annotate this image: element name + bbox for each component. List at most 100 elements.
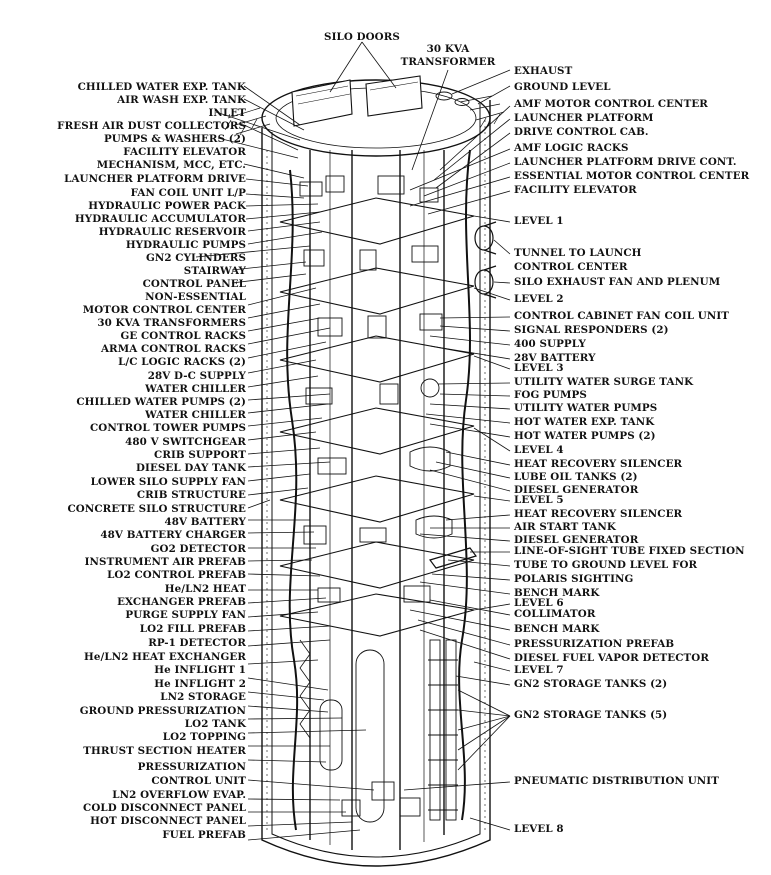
right-label: PRESSURIZATION PREFAB [514, 638, 674, 650]
right-label: HEAT RECOVERY SILENCER [514, 458, 683, 470]
left-label: 30 KVA TRANSFORMERS [97, 317, 246, 329]
left-label: GO2 DETECTOR [151, 543, 247, 555]
right-label: GN2 STORAGE TANKS (5) [514, 709, 667, 721]
left-label: HYDRAULIC PUMPS [126, 239, 246, 251]
left-label: CRIB SUPPORT [154, 449, 246, 461]
left-label: FAN COIL UNIT L/P [131, 187, 247, 199]
right-label: DIESEL GENERATOR [514, 534, 639, 546]
left-label: STAIRWAY [184, 265, 247, 277]
right-label: LEVEL 6 [514, 597, 564, 609]
right-label: GROUND LEVEL [514, 81, 611, 93]
left-label: FACILITY ELEVATOR [123, 146, 246, 158]
top-label-transformer: TRANSFORMER [401, 56, 496, 68]
right-label: COLLIMATOR [514, 608, 596, 620]
left-label: WATER CHILLER [144, 383, 246, 395]
right-label: LEVEL 2 [514, 293, 564, 305]
right-label: 28V BATTERY [514, 352, 596, 364]
left-label: CONCRETE SILO STRUCTURE [68, 503, 247, 515]
right-label: LAUNCHER PLATFORM [514, 112, 654, 124]
left-label: LO2 CONTROL PREFAB [107, 569, 246, 581]
left-label: GE CONTROL RACKS [120, 330, 246, 342]
level-floors [279, 197, 475, 637]
top-label-silo-doors: SILO DOORS [324, 31, 400, 43]
right-label: BENCH MARK [514, 623, 600, 635]
left-label: PUMPS & WASHERS (2) [104, 133, 246, 145]
right-label: LEVEL 3 [514, 362, 564, 374]
right-label: ESSENTIAL MOTOR CONTROL CENTER [514, 170, 750, 182]
left-label: He/LN2 HEAT [165, 583, 246, 595]
left-label: 48V BATTERY CHARGER [100, 529, 246, 541]
right-label: LEVEL 8 [514, 823, 564, 835]
right-label: UTILITY WATER PUMPS [514, 402, 657, 414]
left-label: HOT DISCONNECT PANEL [90, 815, 247, 827]
silo-doors-graphic [291, 75, 423, 127]
equipment [299, 175, 458, 823]
left-label: CONTROL PANEL [143, 278, 247, 290]
right-label: BENCH MARK [514, 587, 600, 599]
right-label: LEVEL 7 [514, 664, 564, 676]
left-label: LN2 STORAGE [160, 691, 246, 703]
concrete-silo-wall [261, 100, 491, 867]
left-label: RP-1 DETECTOR [148, 637, 246, 649]
right-label: UTILITY WATER SURGE TANK [514, 376, 694, 388]
right-label: HOT WATER EXP. TANK [514, 416, 655, 428]
right-label: LUBE OIL TANKS (2) [514, 471, 638, 483]
left-label: CHILLED WATER PUMPS (2) [76, 396, 246, 408]
right-label: POLARIS SIGHTING [514, 573, 633, 585]
right-label: LEVEL 5 [514, 494, 564, 506]
left-label: He INFLIGHT 2 [154, 678, 246, 690]
right-label: FOG PUMPS [514, 389, 587, 401]
left-label: HYDRAULIC RESERVOIR [99, 226, 247, 238]
right-label: LINE-OF-SIGHT TUBE FIXED SECTION [514, 545, 745, 557]
left-label: HYDRAULIC ACCUMULATOR [75, 213, 246, 225]
left-label: LO2 FILL PREFAB [140, 623, 246, 635]
crib-structure [309, 150, 445, 850]
left-label: CONTROL UNIT [151, 775, 246, 787]
right-label: DIESEL GENERATOR [514, 484, 639, 496]
left-label: HYDRAULIC POWER PACK [88, 200, 247, 212]
left-label: He INFLIGHT 1 [154, 664, 246, 676]
right-label: PNEUMATIC DISTRIBUTION UNIT [514, 775, 719, 787]
left-label: NON-ESSENTIAL [145, 291, 246, 303]
left-label: FUEL PREFAB [162, 829, 246, 841]
left-label: AIR WASH EXP. TANK [116, 94, 247, 106]
right-label: DRIVE CONTROL CAB. [514, 126, 649, 138]
left-label: WATER CHILLER [144, 409, 246, 421]
right-label: LEVEL 4 [514, 444, 564, 456]
silo-illustration [224, 75, 505, 867]
left-label: CRIB STRUCTURE [137, 489, 246, 501]
top-label-30-kva: 30 KVA [427, 43, 471, 55]
silo-top-deck [261, 79, 491, 157]
left-label: L/C LOGIC RACKS (2) [118, 356, 246, 368]
left-label: GROUND PRESSURIZATION [80, 705, 246, 717]
right-label: TUNNEL TO LAUNCH [514, 247, 642, 259]
left-label: LO2 TOPPING [163, 731, 246, 743]
left-label: THRUST SECTION HEATER [83, 745, 246, 757]
left-label: PRESSURIZATION [138, 761, 246, 773]
right-label: SIGNAL RESPONDERS (2) [514, 324, 669, 336]
leader-lines [195, 41, 511, 841]
right-label: AMF LOGIC RACKS [513, 142, 629, 154]
left-label: MOTOR CONTROL CENTER [83, 304, 247, 316]
gn2-storage-tanks [428, 639, 458, 821]
conduit-right [458, 149, 471, 821]
left-label: INSTRUMENT AIR PREFAB [85, 556, 247, 568]
right-label: SILO EXHAUST FAN AND PLENUM [514, 276, 720, 288]
right-label: TUBE TO GROUND LEVEL FOR [514, 559, 698, 571]
left-label: PURGE SUPPLY FAN [125, 609, 246, 621]
right-label: CONTROL CABINET FAN COIL UNIT [514, 310, 729, 322]
right-label: HEAT RECOVERY SILENCER [514, 508, 683, 520]
left-label: 28V D-C SUPPLY [148, 370, 247, 382]
left-label: LO2 TANK [185, 718, 247, 730]
left-label: CONTROL TOWER PUMPS [90, 422, 246, 434]
left-label: COLD DISCONNECT PANEL [83, 802, 247, 814]
left-label: 480 V SWITCHGEAR [125, 436, 246, 448]
left-label: MECHANISM, MCC, ETC. [97, 159, 246, 171]
left-label: LN2 OVERFLOW EVAP. [112, 789, 246, 801]
right-label: GN2 STORAGE TANKS (2) [514, 678, 667, 690]
right-label: FACILITY ELEVATOR [514, 184, 637, 196]
left-label: LAUNCHER PLATFORM DRIVE [64, 173, 246, 185]
